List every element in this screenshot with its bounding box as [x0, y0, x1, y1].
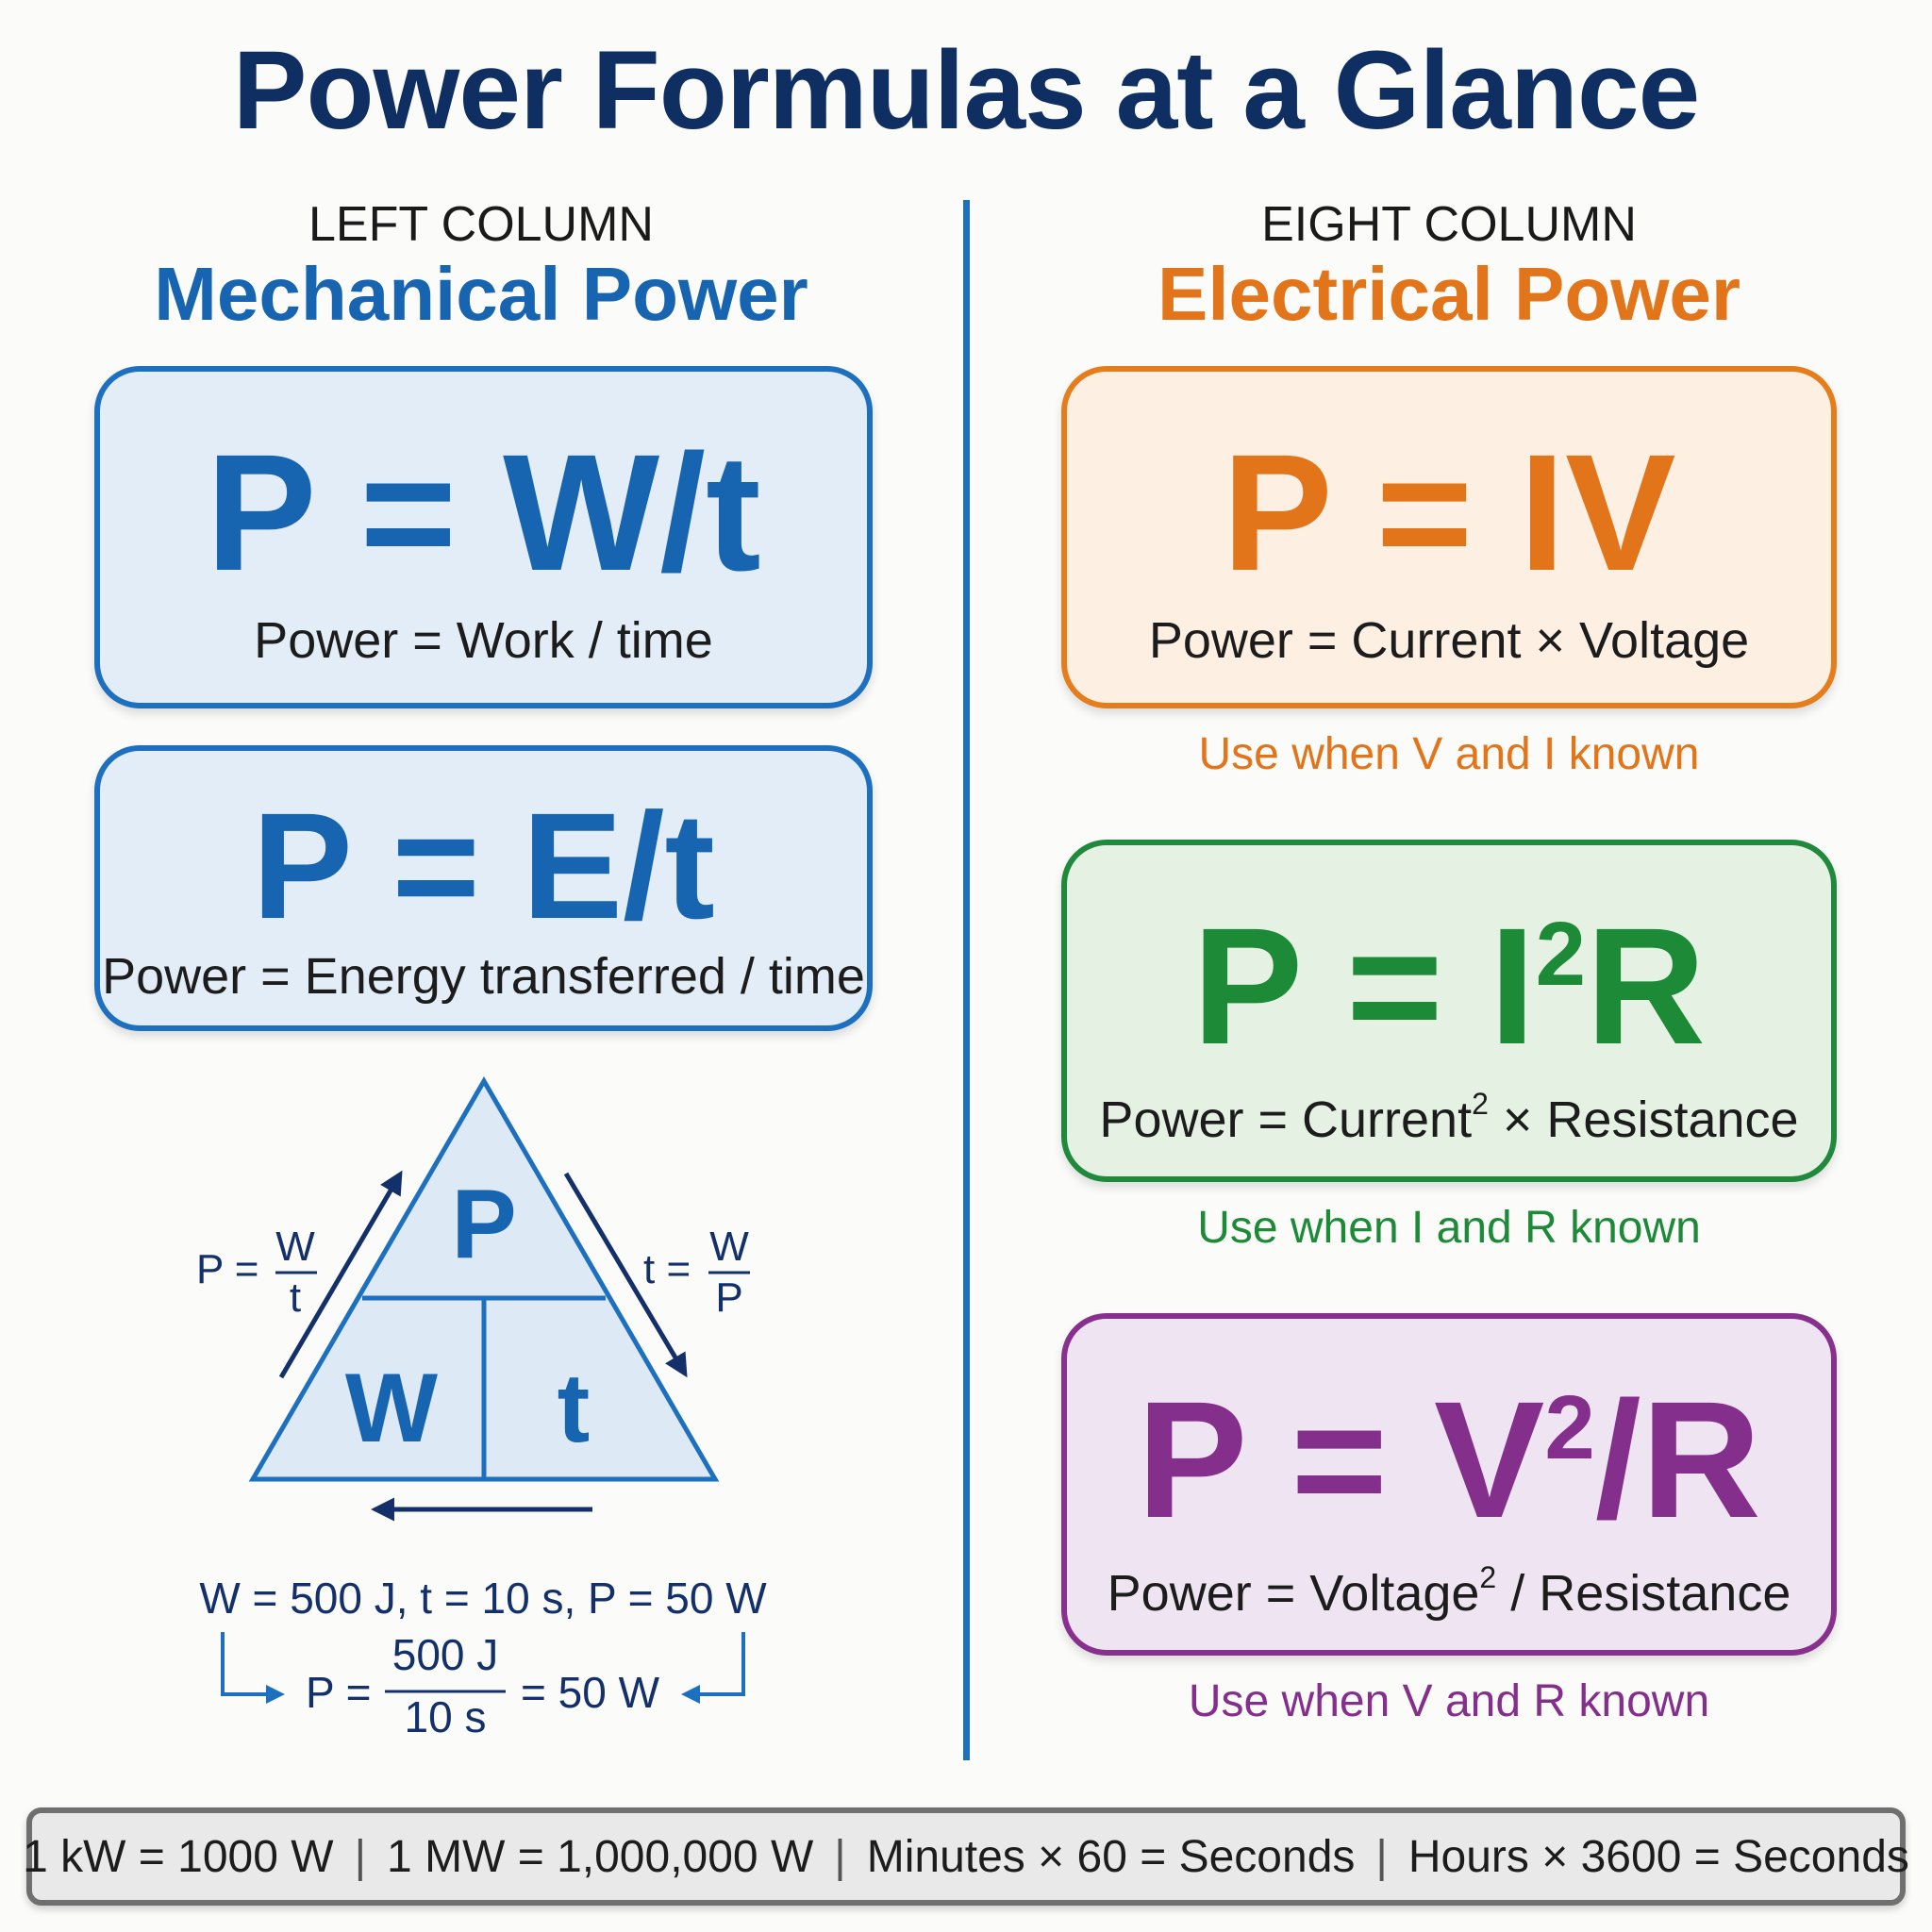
example-arrow-left	[221, 1632, 285, 1704]
current-voltage-card: P = IV Power = Current × Voltage	[1061, 366, 1837, 708]
conversion-megawatt: 1 MW = 1,000,000 W	[387, 1831, 814, 1882]
right-formula-denominator: P	[715, 1274, 742, 1321]
right-column-label: EIGHT COLUMN	[1261, 197, 1637, 252]
formula-p-equals-iv: P = IV	[1222, 421, 1676, 606]
conversion-minutes: Minutes × 60 = Seconds	[866, 1831, 1356, 1882]
column-divider	[963, 200, 970, 1760]
left-formula-numerator: W	[275, 1224, 315, 1270]
formula-p-equals-v-squared-over-r: P = V2/R	[1137, 1368, 1761, 1553]
example-arrow-right	[681, 1632, 745, 1704]
current-resistance-card: P = I2R Power = Current2 × Resistance	[1061, 840, 1837, 1182]
formula-description: Power = Voltage2 / Resistance	[1107, 1560, 1791, 1622]
conversion-hours: Hours × 3600 = Seconds	[1407, 1831, 1909, 1882]
formula-p-equals-w-over-t: P = W/t	[206, 421, 761, 606]
right-formula-lhs: t =	[643, 1246, 691, 1292]
example-lhs: P =	[306, 1668, 372, 1717]
example-numerator: 500 J	[392, 1630, 499, 1679]
right-formula-numerator: W	[709, 1224, 749, 1270]
left-formula-denominator: t	[290, 1274, 301, 1321]
triangle-label-time: t	[558, 1354, 591, 1463]
separator: |	[1375, 1831, 1388, 1882]
formula-description: Power = Current × Voltage	[1148, 612, 1750, 669]
formula-description: Power = Work / time	[254, 612, 713, 669]
voltage-resistance-card: P = V2/R Power = Voltage2 / Resistance	[1061, 1313, 1837, 1656]
left-formula-lhs: P =	[196, 1246, 258, 1292]
example-result: = 50 W	[521, 1668, 660, 1717]
work-time-card: P = W/t Power = Work / time	[94, 366, 873, 708]
formula-p-equals-e-over-t: P = E/t	[252, 781, 715, 950]
unit-conversion-bar: 1 kW = 1000 W | 1 MW = 1,000,000 W | Min…	[23, 1807, 1909, 1906]
arrow-down-right-side	[563, 1172, 688, 1378]
page-title: Power Formulas at a Glance	[232, 28, 1700, 153]
usage-note-i-and-r: Use when I and R known	[1197, 1203, 1701, 1253]
triangle-label-power: P	[451, 1170, 516, 1279]
separator: |	[354, 1831, 367, 1882]
left-column-label: LEFT COLUMN	[308, 197, 654, 252]
formula-description: Power = Energy transferred / time	[102, 948, 865, 1005]
separator: |	[834, 1831, 846, 1882]
formula-description: Power = Current2 × Resistance	[1099, 1087, 1799, 1148]
example-given-values: W = 500 J, t = 10 s, P = 50 W	[199, 1574, 767, 1623]
usage-note-v-and-i: Use when V and I known	[1198, 729, 1700, 779]
electrical-power-heading: Electrical Power	[1157, 252, 1741, 336]
mechanical-power-heading: Mechanical Power	[154, 252, 808, 336]
usage-note-v-and-r: Use when V and R known	[1188, 1676, 1710, 1726]
energy-time-card: P = E/t Power = Energy transferred / tim…	[94, 745, 873, 1031]
triangle-label-work: W	[345, 1354, 439, 1463]
formula-triangle-diagram: P W t P = W t t = W P W = 500 J, t = 10 …	[196, 1076, 767, 1741]
example-denominator: 10 s	[405, 1692, 487, 1741]
arrow-up-left-side	[278, 1170, 403, 1379]
conversion-kilowatt: 1 kW = 1000 W	[23, 1831, 334, 1882]
formula-p-equals-i-squared-r: P = I2R	[1191, 894, 1707, 1079]
